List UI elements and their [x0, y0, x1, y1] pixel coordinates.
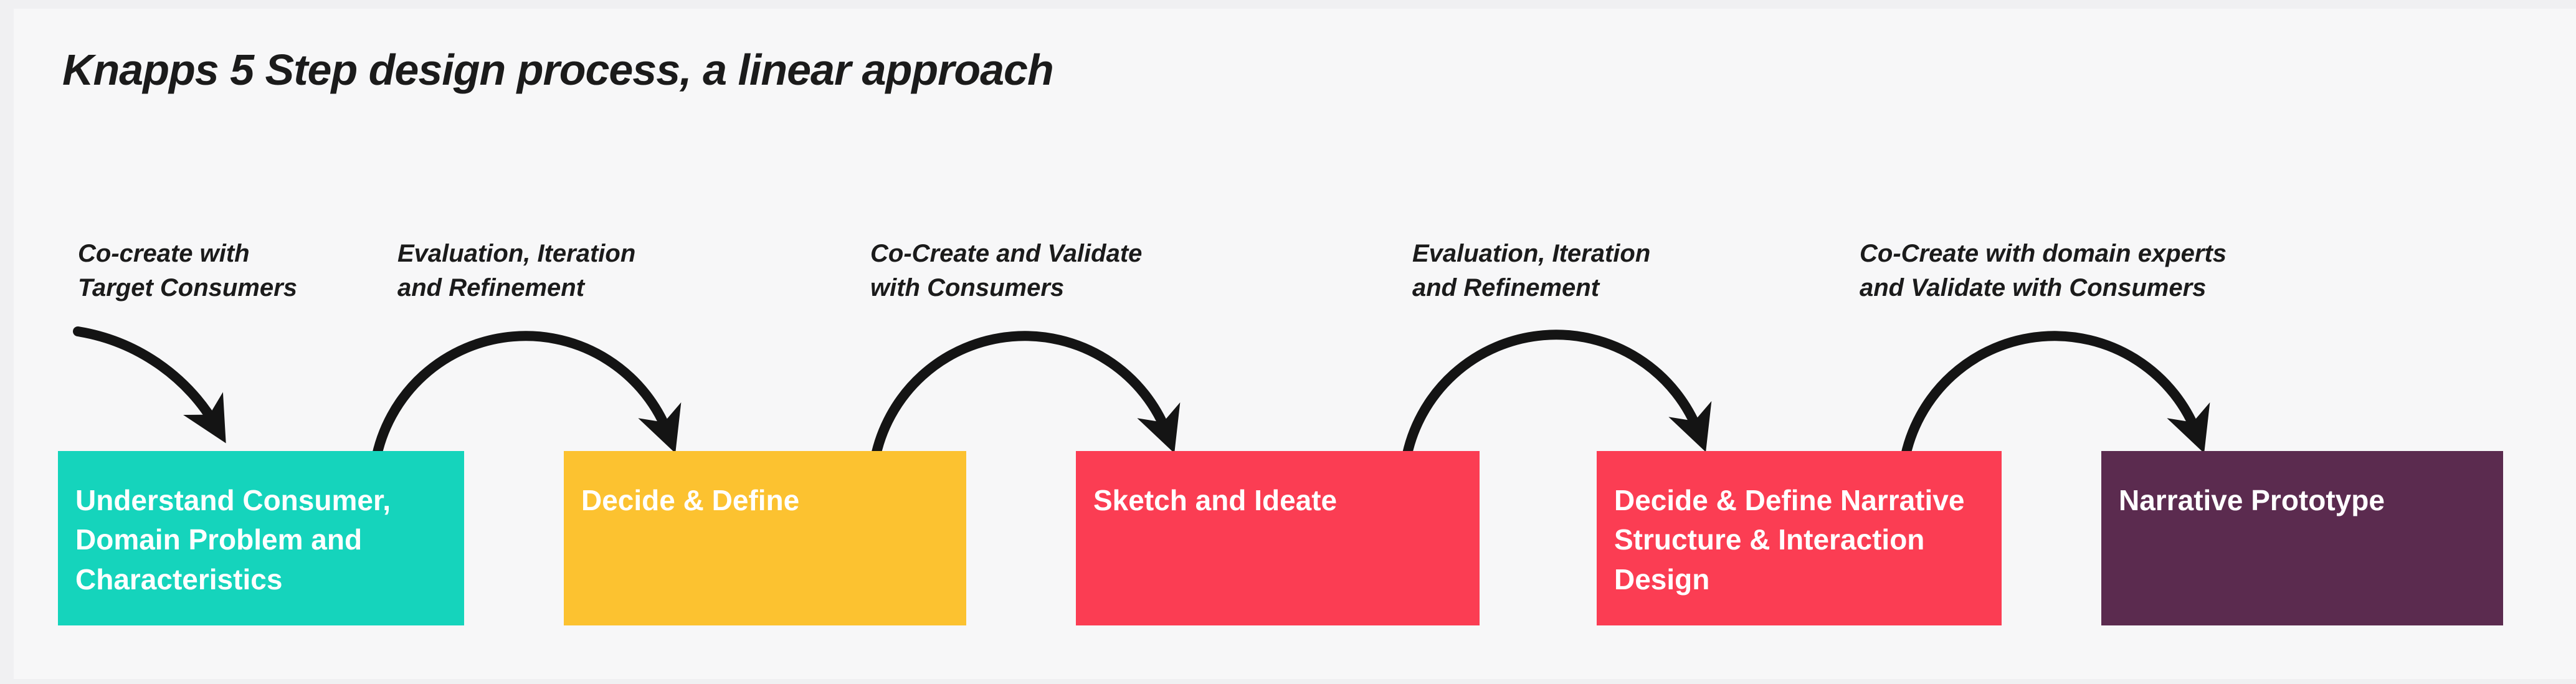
diagram-title: Knapps 5 Step design process, a linear a… — [62, 45, 1054, 94]
step-box-decide-define-narrative: Decide & Define Narrative Structure & In… — [1597, 451, 2002, 625]
arrow-label-1: Co-create with Target Consumers — [78, 240, 297, 302]
step-box-sketch-ideate: Sketch and Ideate — [1076, 451, 1480, 625]
arrow-label-3: Co-Create and Validate with Consumers — [870, 240, 1143, 302]
arrow-label-4: Evaluation, Iteration and Refinement — [1412, 240, 1651, 302]
step-label: Understand Consumer, Domain Problem and … — [75, 484, 391, 596]
step-box-understand: Understand Consumer, Domain Problem and … — [58, 451, 464, 625]
step-label: Sketch and Ideate — [1093, 484, 1338, 516]
step-label: Narrative Prototype — [2119, 484, 2385, 516]
step-box-decide-define: Decide & Define — [564, 451, 966, 625]
arrow-label-5: Co-Create with domain experts and Valida… — [1860, 240, 2227, 302]
step-label: Decide & Define — [581, 484, 800, 516]
step-label: Decide & Define Narrative Structure & In… — [1614, 484, 1965, 596]
step-box-narrative-prototype: Narrative Prototype — [2101, 451, 2503, 625]
arrow-label-2: Evaluation, Iteration and Refinement — [397, 240, 636, 302]
